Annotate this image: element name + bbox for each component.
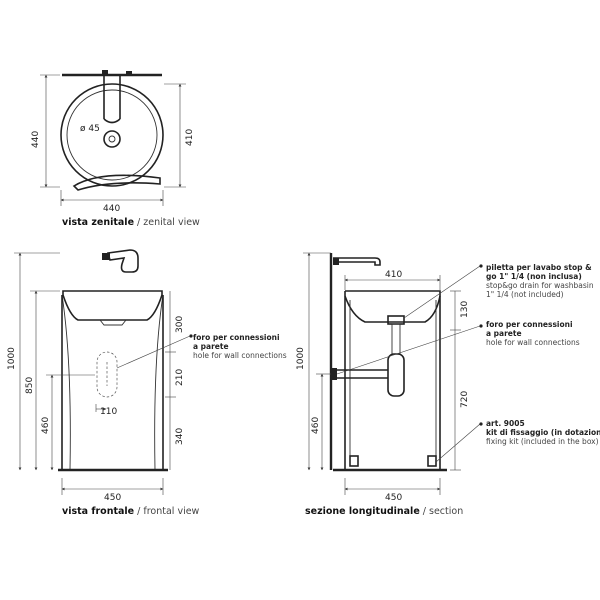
tap-block xyxy=(102,70,108,76)
leader-dot xyxy=(189,334,193,338)
drain-hole xyxy=(103,130,121,148)
wall-pipe xyxy=(336,369,388,379)
height-210-label: 210 xyxy=(175,369,185,386)
spout-end xyxy=(103,118,121,124)
basin-outer xyxy=(60,83,164,187)
total-height-label: 1000 xyxy=(7,347,17,370)
section-hole-note-it2: a parete xyxy=(486,329,522,338)
hole-diameter-label: ø 45 xyxy=(80,124,100,134)
hole-offset-label: 110 xyxy=(100,407,117,417)
zenital-caption: vista zenitale / zenital view xyxy=(62,217,200,228)
tap-spout xyxy=(333,257,381,266)
section-bowl xyxy=(344,295,441,323)
height-300-label: 300 xyxy=(175,316,185,333)
kit-note-en: fixing kit (included in the box) xyxy=(486,437,599,446)
leader-line xyxy=(403,265,481,319)
tap-block xyxy=(333,258,339,265)
siphon xyxy=(387,353,405,397)
depth-left-label: 440 xyxy=(31,131,41,148)
kit-note-it1: art. 9005 xyxy=(486,419,525,428)
drain-hole-center xyxy=(108,135,116,143)
wall-connection-hole xyxy=(96,351,118,398)
section-hole-note-en: hole for wall connections xyxy=(486,338,580,347)
section-hole-note-it1: foro per connessioni xyxy=(486,320,573,329)
drain-note-it1: piletta per lavabo stop & xyxy=(486,263,592,272)
drain-pipe xyxy=(391,323,401,355)
pedestal-left xyxy=(61,294,71,471)
drain-note-it2: go 1" 1/4 (non inclusa) xyxy=(486,272,582,281)
leader-line xyxy=(116,335,191,369)
basin-inner xyxy=(66,89,158,181)
leader-line xyxy=(336,325,481,375)
leader-dot xyxy=(479,422,483,426)
height-130-label: 130 xyxy=(460,301,470,318)
pedestal-right xyxy=(154,294,164,471)
width-label: 440 xyxy=(103,204,120,214)
section-inner-wall xyxy=(349,300,437,460)
drain-note-en1: stop&go drain for washbasin xyxy=(486,281,594,290)
frontal-note-it2: a parete xyxy=(193,342,229,351)
tap-block xyxy=(126,71,132,76)
frontal-width-label: 450 xyxy=(104,493,121,503)
drain-outlet xyxy=(99,319,127,326)
frontal-note-it1: foro per connessioni xyxy=(193,333,280,342)
top-width-label: 410 xyxy=(385,270,402,280)
frontal-caption: vista frontale / frontal view xyxy=(62,506,200,517)
leader-line xyxy=(435,423,481,463)
section-width-label: 450 xyxy=(385,493,402,503)
basin-bowl xyxy=(62,294,163,321)
overflow-lip xyxy=(72,174,161,191)
tap-block xyxy=(102,253,110,260)
basin-rim xyxy=(62,290,163,295)
leader-dot xyxy=(479,324,483,328)
section-height-460-label: 460 xyxy=(311,417,321,434)
section-total-height-label: 1000 xyxy=(296,347,306,370)
wall-fitting xyxy=(331,368,337,380)
leader-dot xyxy=(479,264,483,268)
section-caption: sezione longitudinale / section xyxy=(305,506,463,517)
height-460-label: 460 xyxy=(41,417,51,434)
depth-right-label: 410 xyxy=(185,129,195,146)
drain-note-en2: 1" 1/4 (not included) xyxy=(486,290,564,299)
kit-note-it2: kit di fissaggio (in dotazione) xyxy=(486,428,600,437)
tap-body xyxy=(106,249,139,273)
fixing-kit-right xyxy=(427,455,437,467)
frontal-note-en: hole for wall connections xyxy=(193,351,287,360)
height-340-label: 340 xyxy=(175,428,185,445)
section-view: 410 1000 460 130 720 piletta per lavabo … xyxy=(296,252,600,517)
height-720-label: 720 xyxy=(460,391,470,408)
zenital-view: ø 45 440 410 440 vista zenitale / zenita… xyxy=(31,70,200,228)
frontal-view: 110 1000 850 460 300 210 340 foro per co… xyxy=(7,249,287,517)
fixing-kit-left xyxy=(349,455,359,467)
section-rim xyxy=(345,290,441,296)
height-850-label: 850 xyxy=(25,377,35,394)
